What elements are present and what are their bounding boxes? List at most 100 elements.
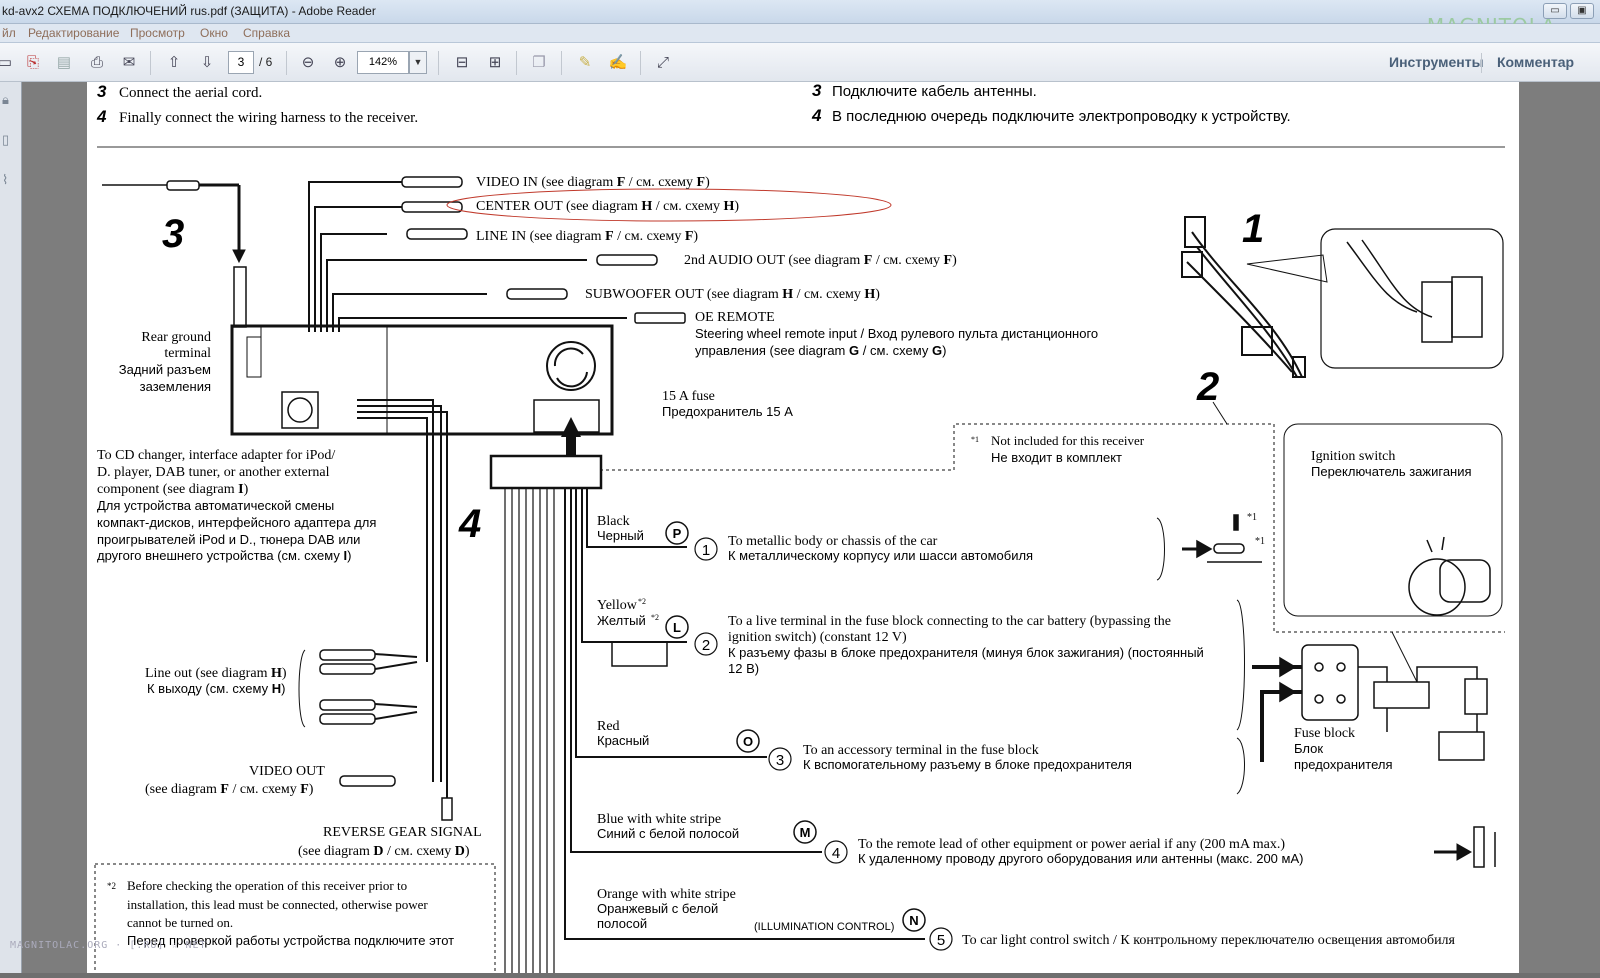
wire-yellow-desc-3: К разъему фазы в блоке предохранителя (м… [728, 645, 1204, 660]
wire-orange-ru-2: полосой [597, 916, 647, 931]
menu-edit[interactable]: Редактирование [28, 26, 120, 40]
comment-icon[interactable]: ✎ [578, 54, 592, 71]
wire-blue-number: 4 [832, 845, 840, 862]
reverse-gear-label: REVERSE GEAR SIGNAL [323, 825, 482, 840]
page-total: / 6 [259, 55, 273, 69]
fuse-block-ru-2: предохранителя [1294, 757, 1393, 772]
not-included-ru: Не входит в комплект [991, 450, 1122, 465]
cd-changer-ru-2: компакт-дисков, интерфейсного адаптера д… [97, 515, 376, 530]
note-en-3: cannot be turned on. [127, 915, 233, 930]
callout-3: 3 [162, 212, 184, 256]
zoom-in-icon[interactable]: ⊕ [333, 54, 347, 71]
zoom-out-icon[interactable]: ⊖ [301, 54, 315, 71]
cd-changer-ru-3: проигрывателей iPod и D., тюнера DAB или [97, 532, 360, 547]
create-pdf-icon[interactable]: ⎘ [26, 54, 39, 71]
save-icon[interactable]: ▤ [56, 54, 72, 71]
fuse-block-drawing [1252, 631, 1488, 762]
note-ru-1: Перед проверкой работы устройства подклю… [127, 933, 454, 948]
note-en-2: installation, this lead must be connecte… [127, 897, 428, 912]
page-down-icon[interactable]: ⇩ [200, 54, 214, 71]
not-included-en: Not included for this receiver [991, 433, 1145, 448]
fit-width-icon[interactable]: ⊞ [488, 54, 502, 71]
lock-icon[interactable]: 🔒︎ [2, 92, 9, 107]
pdf-page[interactable]: 3 Connect the aerial cord. 4 Finally con… [87, 81, 1519, 978]
wire-blue-desc-ru: К удаленному проводу другого оборудовани… [858, 851, 1303, 866]
fit-page-icon[interactable]: ⊟ [455, 54, 469, 71]
wire-red-desc-en: To an accessory terminal in the fuse blo… [803, 743, 1039, 758]
callout-1: 1 [1242, 207, 1264, 251]
tools-tab[interactable]: Инструменты [1389, 54, 1484, 70]
rear-ground-ru-2: заземления [140, 379, 211, 394]
ground-star-1: *1 [1247, 512, 1257, 523]
cd-changer-en-2: D. player, DAB tuner, or another externa… [97, 465, 330, 480]
wire-yellow-en: Yellow [597, 598, 638, 613]
wire-orange-ru-1: Оранжевый с белой [597, 901, 718, 916]
open-icon[interactable]: ▭ [0, 54, 13, 71]
wire-red-number: 3 [776, 752, 784, 769]
aerial-cord-drawing [102, 180, 247, 328]
menu-window[interactable]: Окно [200, 26, 228, 40]
ignition-key-illustration [1408, 536, 1491, 616]
note-box [94, 863, 496, 978]
wire-yellow-ru: Желтый [597, 613, 646, 628]
wire-red-desc-ru: К вспомогательному разъему в блоке предо… [803, 757, 1132, 772]
maximize-button[interactable]: ▣ [1570, 3, 1594, 19]
wire-red-ru: Красный [597, 733, 649, 748]
step-ru3-number: 3 [812, 82, 822, 100]
cd-changer-en-3: component (see diagram I) [97, 482, 249, 497]
step-ru3-text: Подключите кабель антенны. [832, 83, 1037, 100]
attachment-icon[interactable]: ⌇ [2, 172, 9, 187]
select-tool-icon[interactable]: ❐ [532, 54, 546, 71]
window-title: kd-avx2 СХЕМА ПОДКЛЮЧЕНИЙ rus.pdf (ЗАЩИТ… [2, 4, 376, 18]
step-ru4-text: В последнюю очередь подключите электропр… [832, 108, 1291, 125]
watermark-url: MAGNITOLAC.ORG · [.RU] ☆ NET [10, 940, 207, 951]
ground-star-2: *1 [1255, 536, 1265, 547]
menu-help[interactable]: Справка [243, 26, 291, 40]
menu-bar: йл Редактирование Просмотр Окно Справка [0, 24, 1600, 43]
note-star2: *2 [107, 881, 116, 891]
zoom-dropdown-icon[interactable]: ▼ [409, 51, 427, 74]
center-out-label: CENTER OUT (see diagram H / см. схему H) [476, 199, 739, 214]
steering-remote-label-2: управления (see diagram G / см. схему G) [695, 343, 946, 358]
sign-icon[interactable]: ✍ [608, 54, 628, 71]
reverse-gear-ref: (see diagram D / см. схему D) [298, 844, 470, 859]
page-up-icon[interactable]: ⇧ [167, 54, 181, 71]
email-icon[interactable]: ✉ [122, 54, 136, 71]
wire-orange-number: 5 [937, 932, 945, 949]
video-in-label: VIDEO IN (see diagram F / см. схему F) [476, 175, 710, 190]
pages-icon[interactable]: ▯ [2, 132, 10, 147]
cd-changer-en-1: To CD changer, interface adapter for iPo… [97, 448, 335, 463]
wire-blue-letter: M [800, 825, 811, 840]
harness-illustration [1181, 216, 1504, 378]
wire-yellow-number: 2 [702, 637, 710, 654]
minimize-button[interactable]: ▭ [1543, 3, 1567, 19]
menu-file[interactable]: йл [2, 26, 16, 40]
oe-remote-label: OE REMOTE [695, 310, 775, 325]
step-ru4-number: 4 [811, 106, 822, 125]
comment-tab[interactable]: Комментар [1497, 54, 1575, 70]
step-en3-number: 3 [97, 82, 107, 101]
print-icon[interactable]: ⎙ [90, 54, 103, 71]
fuse-label-ru: Предохранитель 15 A [662, 404, 793, 419]
video-out-label: VIDEO OUT [249, 764, 325, 779]
power-aerial-drawing [1434, 826, 1496, 868]
install-steps: 3 Connect the aerial cord. 4 Finally con… [96, 81, 1291, 126]
menu-view[interactable]: Просмотр [130, 26, 185, 40]
cd-changer-ru-4: другого внешнего устройства (см. схему I… [97, 548, 351, 563]
ignition-en: Ignition switch [1311, 449, 1395, 464]
wire-red-en: Red [597, 719, 620, 734]
fullscreen-icon[interactable]: ⤢ [656, 54, 669, 71]
page-number-input[interactable]: 3 [228, 51, 254, 74]
wire-yellow-letter: L [673, 620, 681, 635]
callout-2: 2 [1196, 365, 1219, 409]
ignition-ru: Переключатель зажигания [1311, 464, 1472, 479]
subwoofer-out-label: SUBWOOFER OUT (see diagram H / см. схему… [585, 287, 880, 302]
wire-yellow-desc-1: To a live terminal in the fuse block con… [728, 614, 1171, 629]
ground-symbol-drawing: *1 *1 [1182, 512, 1265, 563]
zoom-level-input[interactable]: 142% [357, 51, 409, 74]
callout-4: 4 [458, 502, 481, 546]
wire-orange-desc: To car light control switch / К контроль… [962, 933, 1456, 948]
wire-blue-en: Blue with white stripe [597, 812, 721, 827]
wire-black-desc-en: To metallic body or chassis of the car [728, 534, 938, 549]
wire-black-letter: P [673, 526, 682, 541]
